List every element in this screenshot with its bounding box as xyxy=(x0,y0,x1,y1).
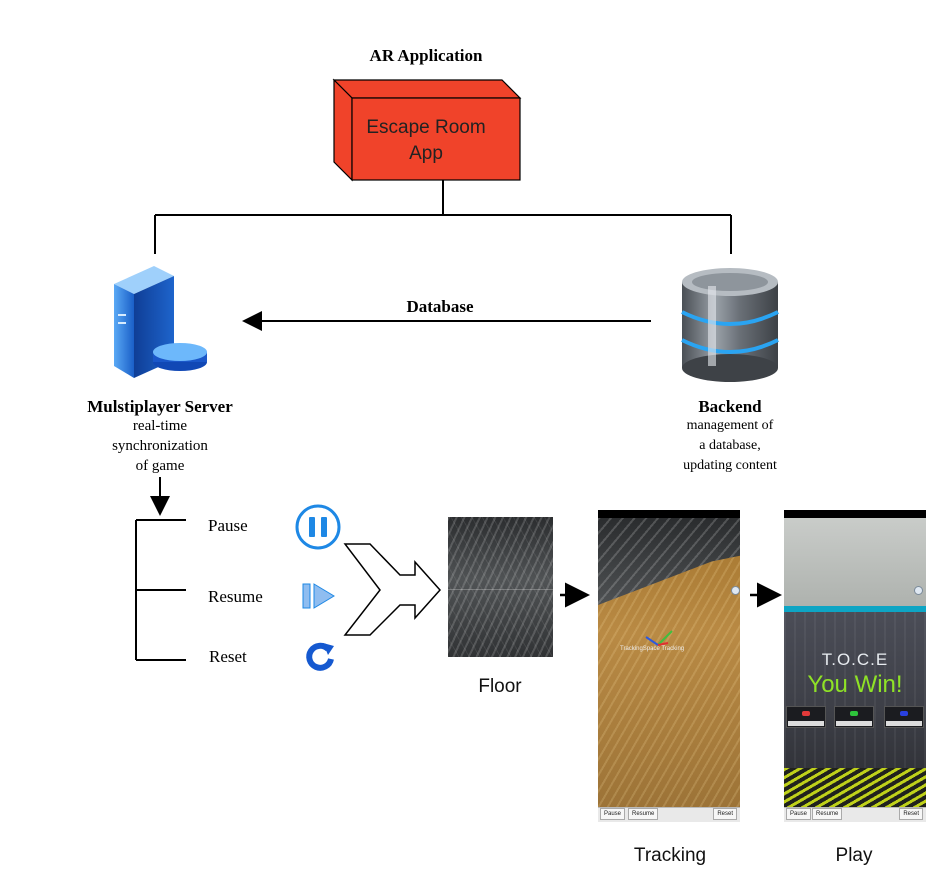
server-description: real-time synchronization of game xyxy=(112,418,208,474)
play-heading: T.O.C.E xyxy=(821,650,889,669)
backend-title: Backend xyxy=(698,397,762,416)
database-icon xyxy=(681,268,779,382)
tracking-pause-button[interactable]: Pause xyxy=(600,808,626,820)
tracking-caption: Tracking xyxy=(633,845,707,866)
merge-arrow-icon xyxy=(343,543,442,636)
server-icon xyxy=(114,266,207,378)
server-title: Mulstiplayer Server xyxy=(87,397,233,416)
tracking-axis-label: TrackingSpace Tracking xyxy=(620,646,685,652)
play-screenshot: T.O.C.E You Win! Pause Resume Reset xyxy=(784,510,926,822)
ar-application-title: AR Application xyxy=(369,46,483,65)
console-panel xyxy=(884,706,924,728)
escape-room-app-label: Escape Room App xyxy=(366,117,486,164)
play-indicator-dot xyxy=(914,586,923,595)
escape-room-app-box xyxy=(332,78,522,182)
you-win-message: You Win! xyxy=(807,671,903,698)
tracking-reset-button[interactable]: Reset xyxy=(713,808,737,820)
reset-label: Reset xyxy=(209,647,247,666)
play-bottom-bar: Pause Resume Reset xyxy=(784,807,926,822)
backend-description: management of a database, updating conte… xyxy=(683,418,777,473)
floor-caption: Floor xyxy=(478,676,522,697)
tracking-indicator-dot xyxy=(731,586,740,595)
console-panel xyxy=(834,706,874,728)
database-arrow-label: Database xyxy=(406,297,474,316)
play-pause-button[interactable]: Pause xyxy=(786,808,812,820)
tracking-screenshot: TrackingSpace Tracking Pause Resume Rese… xyxy=(598,510,740,822)
resume-icon xyxy=(302,583,335,609)
floor-photo xyxy=(448,517,553,657)
tracking-bottom-bar: Pause Resume Reset xyxy=(598,807,740,822)
resume-label: Resume xyxy=(208,587,263,606)
console-panel xyxy=(786,706,826,728)
reset-icon xyxy=(306,642,334,671)
tracking-resume-button[interactable]: Resume xyxy=(628,808,659,820)
pause-label: Pause xyxy=(208,516,248,535)
play-reset-button[interactable]: Reset xyxy=(899,808,923,820)
axes-gizmo-icon xyxy=(645,630,673,646)
pause-icon xyxy=(295,504,341,550)
play-caption: Play xyxy=(835,845,873,866)
play-resume-button[interactable]: Resume xyxy=(812,808,843,820)
